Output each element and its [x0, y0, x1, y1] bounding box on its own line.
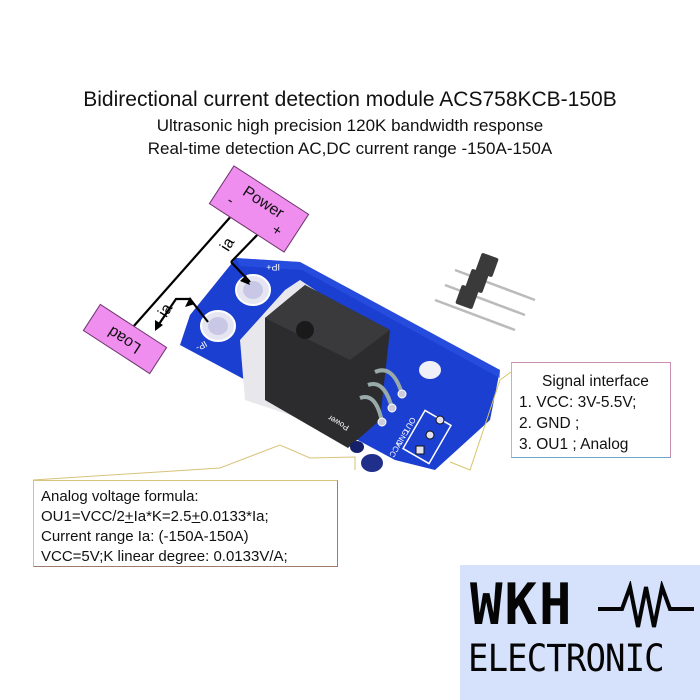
logo-wkh: WKH	[470, 571, 574, 638]
current-label-top: ia	[217, 235, 238, 255]
formula-range: Current range Ia: (-150A-150A)	[41, 528, 249, 545]
formula-title: Analog voltage formula:	[41, 488, 199, 505]
signal-item-gnd: 2. GND ;	[519, 415, 580, 432]
resistor-icon	[598, 581, 694, 628]
signal-item-vcc: 1. VCC: 3V-5.5V;	[519, 394, 637, 411]
signal-item-out: 3. OU1 ; Analog	[519, 436, 629, 453]
svg-text:IP+: IP+	[266, 262, 280, 272]
formula-box: Analog voltage formula: OU1=VCC/2+Ia*K=2…	[33, 480, 338, 567]
signal-interface-box: Signal interface 1. VCC: 3V-5.5V; 2. GND…	[511, 362, 671, 458]
signal-interface-title: Signal interface	[542, 373, 649, 390]
subtitle-bandwidth: Ultrasonic high precision 120K bandwidth…	[156, 116, 544, 135]
page-title: Bidirectional current detection module A…	[83, 88, 617, 111]
power-minus: -	[224, 191, 238, 209]
power-plus: +	[268, 220, 286, 240]
brand-logo: WKH ELECTRONIC	[460, 565, 700, 700]
pcb-board: IP+ IP- OUT GND VCC Power	[180, 258, 500, 472]
pin-header-icon	[434, 253, 536, 332]
svg-text:IP-: IP-	[194, 339, 209, 353]
formula-vcc-k: VCC=5V;K linear degree: 0.0133V/A;	[41, 548, 288, 565]
formula-equation: OU1=VCC/2+Ia*K=2.5+0.0133*Ia;	[41, 508, 269, 525]
logo-electronic: ELECTRONIC	[468, 637, 665, 680]
subtitle-range: Real-time detection AC,DC current range …	[147, 139, 553, 158]
